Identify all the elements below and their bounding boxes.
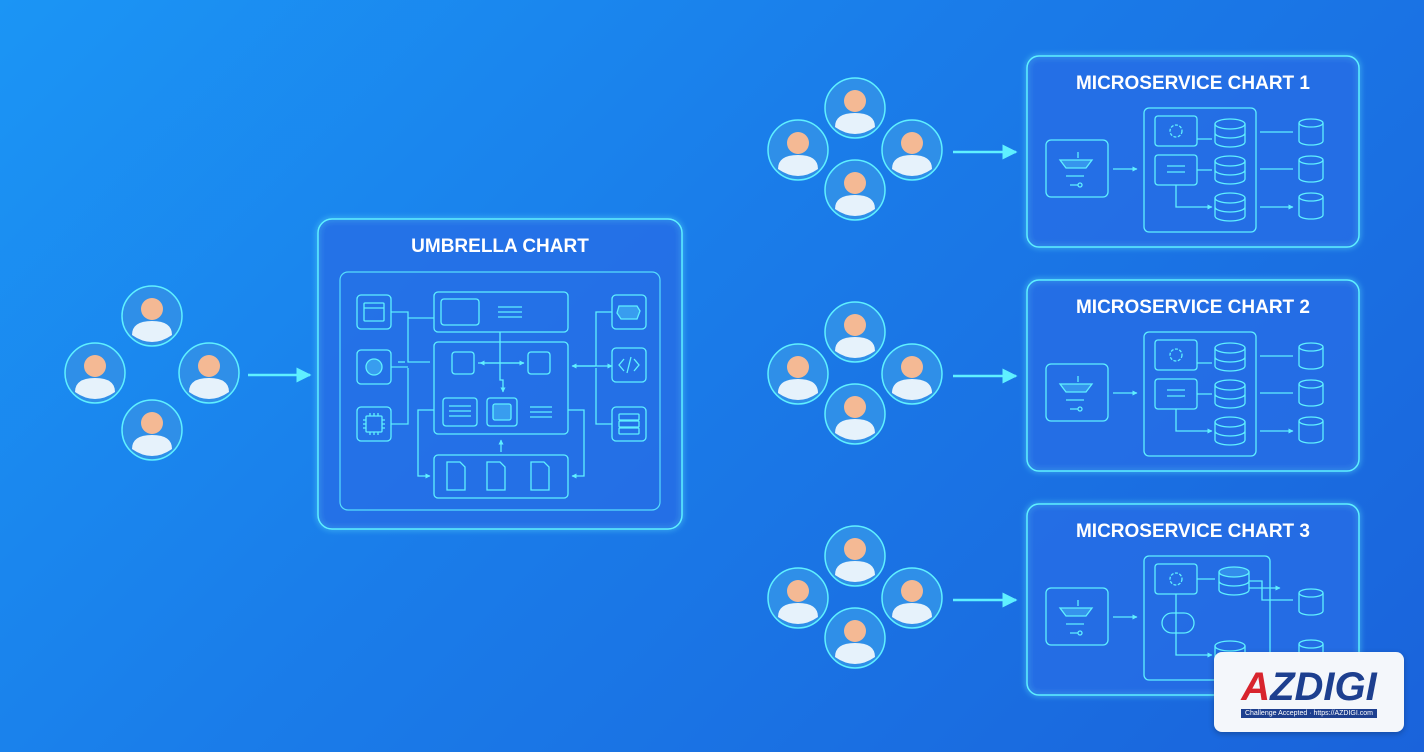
user-avatar-icon — [767, 567, 829, 629]
user-group-2 — [767, 301, 943, 445]
core-module-box — [433, 341, 569, 435]
user-avatar-icon — [824, 607, 886, 669]
microservice-row-1: MICROSERVICE CHART 1 — [767, 55, 1360, 248]
database-icon — [1218, 566, 1250, 596]
microservice-chart-1-title: MICROSERVICE CHART 1 — [1076, 73, 1310, 94]
router-icon — [1045, 587, 1109, 646]
logo-letter-a: A — [1241, 664, 1271, 709]
settings-gear-icon — [1154, 339, 1198, 371]
user-avatar-icon — [178, 342, 240, 404]
user-group-main — [64, 285, 240, 461]
microservice-chart-3-title: MICROSERVICE CHART 3 — [1076, 521, 1310, 542]
router-icon — [1045, 363, 1109, 422]
umbrella-chart-title: UMBRELLA CHART — [411, 236, 589, 257]
microservice-row-3: MICROSERVICE CHART 3 — [767, 503, 1360, 696]
database-icon — [1214, 342, 1246, 372]
router-icon — [1045, 139, 1109, 198]
logo-wordmark: AZDIGI — [1241, 667, 1377, 707]
user-avatar-icon — [767, 119, 829, 181]
database-icon — [1214, 416, 1246, 446]
user-avatar-icon — [824, 383, 886, 445]
logo-tagline: Challenge Accepted · https://AZDIGI.com — [1240, 708, 1377, 718]
user-avatar-icon — [121, 285, 183, 347]
logo-letters-rest: ZDIGI — [1270, 664, 1377, 709]
user-avatar-icon — [767, 343, 829, 405]
user-avatar-icon — [881, 119, 943, 181]
top-module-box — [433, 291, 569, 333]
user-avatar-icon — [824, 159, 886, 221]
database-icon — [1298, 379, 1324, 407]
settings-gear-icon — [1154, 115, 1198, 147]
user-avatar-icon — [824, 77, 886, 139]
database-icon — [1214, 118, 1246, 148]
user-avatar-icon — [881, 343, 943, 405]
database-icon — [1298, 192, 1324, 220]
user-group-3 — [767, 525, 943, 669]
database-icon — [1298, 416, 1324, 444]
database-icon — [1298, 118, 1324, 146]
user-group-1 — [767, 77, 943, 221]
database-icon — [1298, 155, 1324, 183]
database-icon — [1214, 379, 1246, 409]
user-avatar-icon — [881, 567, 943, 629]
user-avatar-icon — [824, 525, 886, 587]
azdigi-logo: AZDIGI Challenge Accepted · https://AZDI… — [1214, 652, 1404, 732]
microservice-chart-1-panel: MICROSERVICE CHART 1 — [1026, 55, 1360, 248]
database-icon — [1214, 155, 1246, 185]
microservice-row-2: MICROSERVICE CHART 2 — [767, 279, 1360, 472]
user-avatar-icon — [64, 342, 126, 404]
cpu-chip-icon — [356, 406, 392, 442]
files-module-box — [433, 454, 569, 499]
code-icon — [611, 347, 647, 383]
user-avatar-icon — [121, 399, 183, 461]
user-avatar-icon — [824, 301, 886, 363]
database-icon — [1298, 342, 1324, 370]
database-icon — [1298, 588, 1324, 616]
microservice-chart-2-panel: MICROSERVICE CHART 2 — [1026, 279, 1360, 472]
umbrella-chart-panel: UMBRELLA CHART — [317, 218, 683, 530]
process-pill-icon — [1161, 612, 1195, 634]
database-icon — [1214, 192, 1246, 222]
microservice-chart-2-title: MICROSERVICE CHART 2 — [1076, 297, 1310, 318]
